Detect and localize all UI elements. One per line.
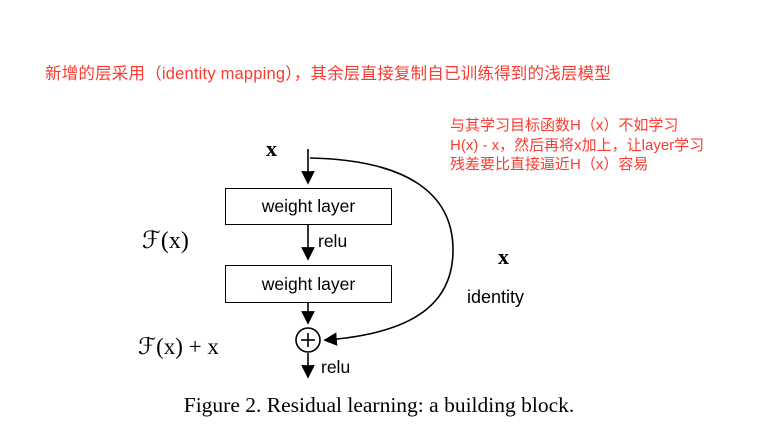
residual-function-label: ℱ(x) (142, 228, 189, 254)
figure-caption: Figure 2. Residual learning: a building … (183, 393, 575, 417)
annotation-side: 与其学习目标函数H（x）不如学习 H(x) - x，然后再将x加上，让layer… (450, 116, 704, 175)
skip-x-label: x (498, 244, 509, 269)
identity-skip-curve (309, 157, 454, 346)
weight-layer-bottom-box: weight layer (225, 265, 392, 303)
annotation-side-line-2: H(x) - x，然后再将x加上，让layer学习 (450, 136, 705, 154)
identity-label: identity (467, 287, 525, 307)
weight-layer-top-label: weight layer (261, 196, 356, 216)
input-x-label: x (266, 136, 277, 161)
annotation-top: 新增的层采用（identity mapping），其余层直接复制自已训练得到的浅… (45, 65, 612, 83)
plus-icon (301, 333, 315, 347)
output-sum-label: ℱ(x) + x (138, 334, 219, 359)
annotation-side-line-1: 与其学习目标函数H（x）不如学习 (450, 117, 679, 134)
weight-layer-top-box: weight layer (225, 188, 392, 225)
relu-out-label: relu (321, 357, 351, 377)
weight-layer-bottom-label: weight layer (261, 273, 356, 294)
annotation-side-line-3: 残差要比直接逼近H（x）容易 (450, 156, 649, 173)
relu-mid-label: relu (318, 231, 348, 251)
